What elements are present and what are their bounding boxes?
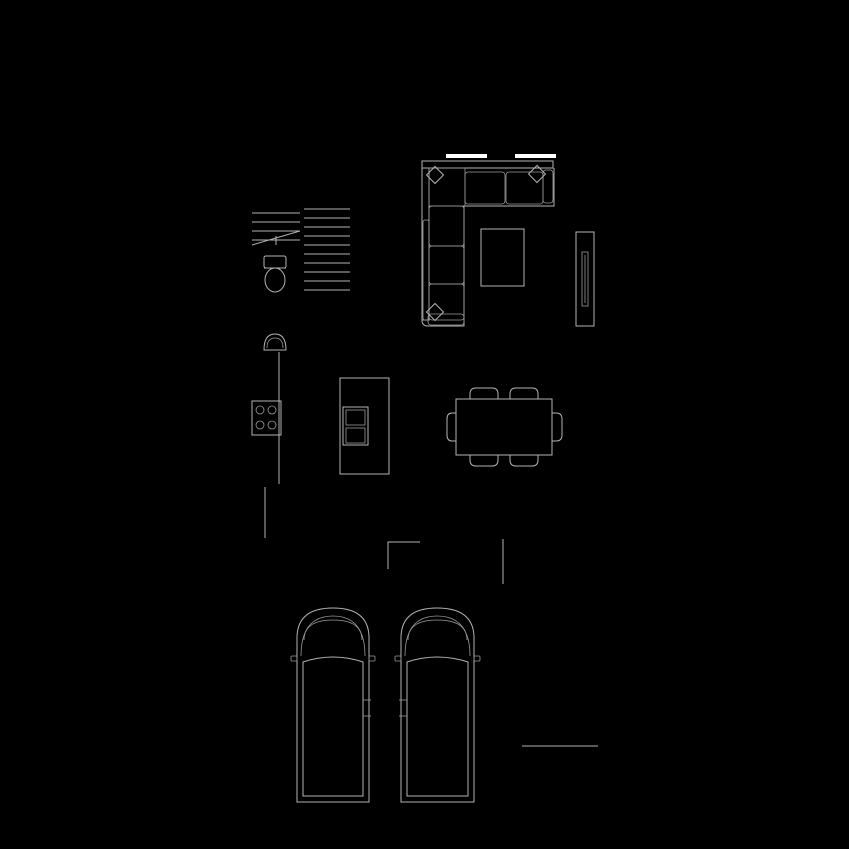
wall-fragments [264, 487, 598, 747]
dining-chair [446, 412, 456, 442]
car [394, 607, 481, 803]
toilet [263, 255, 287, 293]
living-room-windows [446, 154, 556, 158]
sectional-sofa [421, 160, 555, 327]
dining-chair [552, 412, 563, 442]
dining-table [455, 398, 553, 456]
window [446, 154, 487, 158]
throw-pillow [425, 302, 445, 322]
kitchen-island [339, 377, 390, 475]
throw-pillow [527, 164, 547, 184]
throw-pillow [425, 165, 445, 185]
dining-chair [469, 455, 499, 467]
dining-chair [509, 387, 539, 399]
coffee-table [480, 228, 525, 287]
kitchen-sink [263, 333, 287, 351]
dining-set [446, 387, 563, 467]
car [290, 607, 376, 803]
tv-console [575, 231, 595, 327]
dining-chair [469, 387, 499, 399]
staircase [251, 208, 350, 291]
cooktop [251, 400, 282, 436]
dining-chair [509, 455, 539, 467]
window [515, 154, 556, 158]
